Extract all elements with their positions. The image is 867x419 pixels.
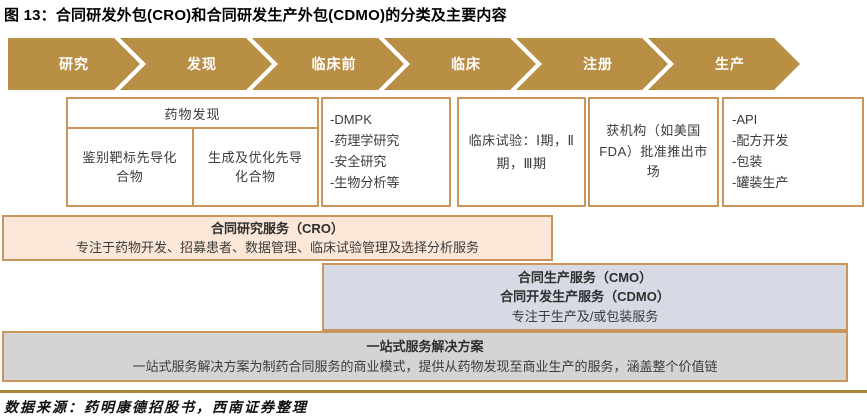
cro-band: 合同研究服务（CRO） 专注于药物开发、招募患者、数据管理、临床试验管理及选择分… <box>2 215 553 261</box>
stage-label: 生产 <box>715 56 745 72</box>
stage-arrow-registration: 注册 <box>516 38 668 90</box>
stage-label: 临床前 <box>311 56 357 72</box>
clinical-box: 临床试验：Ⅰ期，Ⅱ期，Ⅲ期 <box>457 97 586 207</box>
cro-desc: 专注于药物开发、招募患者、数据管理、临床试验管理及选择分析服务 <box>75 240 479 255</box>
stage-arrow-discovery: 发现 <box>120 38 272 90</box>
drug-discovery-box: 药物发现 鉴别靶标先导化合物 生成及优化先导化合物 <box>66 97 319 207</box>
production-item: -配方开发 <box>732 133 789 149</box>
preclinical-item: -生物分析等 <box>330 174 400 190</box>
figure-title: 图 13：合同研发外包(CRO)和合同研发生产外包(CDMO)的分类及主要内容 <box>4 7 507 24</box>
cdmo-title: 合同开发生产服务（CDMO） <box>500 289 670 305</box>
production-item: -API <box>732 112 758 128</box>
stage-arrow-clinical: 临床 <box>384 38 536 90</box>
stage-label: 研究 <box>59 56 89 72</box>
preclinical-item: -药理学研究 <box>330 133 400 149</box>
cmo-desc: 专注于生产及/或包装服务 <box>511 308 659 324</box>
stage-arrow-production: 生产 <box>648 38 800 90</box>
registration-box: 获机构（如美国FDA）批准推出市场 <box>588 97 719 207</box>
pipeline-arrows: 研究 发现 临床前 临床 注册 生产 <box>8 38 800 90</box>
footer-divider <box>0 390 867 393</box>
preclinical-box: -DMPK -药理学研究 -安全研究 -生物分析等 <box>321 97 451 207</box>
stage-arrow-preclinical: 临床前 <box>252 38 404 90</box>
clinical-text: 临床试验：Ⅰ期，Ⅱ期，Ⅲ期 <box>468 132 575 171</box>
onestop-desc: 一站式服务解决方案为制药合同服务的商业模式，提供从药物发现至商业生产的服务，涵盖… <box>132 358 718 374</box>
drug-discovery-body: 鉴别靶标先导化合物 生成及优化先导化合物 <box>68 129 317 205</box>
stage-label: 注册 <box>583 56 613 72</box>
production-item: -罐装生产 <box>732 174 789 190</box>
stage-label: 发现 <box>187 56 217 72</box>
onestop-title: 一站式服务解决方案 <box>366 339 484 354</box>
drug-discovery-cell-lead: 生成及优化先导化合物 <box>207 149 303 185</box>
stage-label: 临床 <box>451 56 481 72</box>
preclinical-item: -安全研究 <box>330 154 387 169</box>
registration-text: 获机构（如美国FDA）批准推出市场 <box>599 122 708 180</box>
cro-title: 合同研究服务（CRO） <box>211 220 344 236</box>
cmo-band: 合同生产服务（CMO） 合同开发生产服务（CDMO） 专注于生产及/或包装服务 <box>322 263 848 331</box>
cmo-title: 合同生产服务（CMO） <box>517 269 653 285</box>
production-box: -API -配方开发 -包装 -罐装生产 <box>722 97 864 207</box>
preclinical-item: -DMPK <box>330 112 372 128</box>
drug-discovery-header: 药物发现 <box>68 99 317 129</box>
drug-discovery-cell-target: 鉴别靶标先导化合物 <box>68 129 194 205</box>
stage-arrow-research: 研究 <box>8 38 140 90</box>
onestop-band: 一站式服务解决方案 一站式服务解决方案为制药合同服务的商业模式，提供从药物发现至… <box>2 331 848 382</box>
data-source-note: 数据来源：药明康德招股书，西南证券整理 <box>4 400 308 416</box>
production-item: -包装 <box>732 154 763 169</box>
